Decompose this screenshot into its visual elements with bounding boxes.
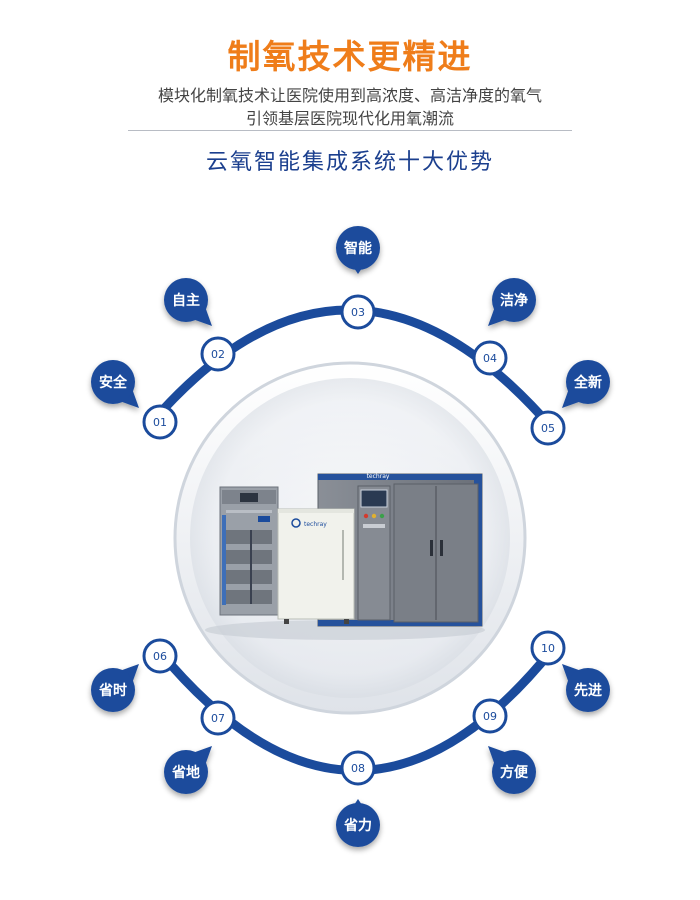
advantage-badge-07: 省地 <box>164 746 212 794</box>
advantage-badge-09: 方便 <box>488 746 536 794</box>
arc-node-number: 03 <box>351 306 365 319</box>
arc-node-number: 09 <box>483 710 497 723</box>
advantage-badge-06: 省时 <box>91 664 139 712</box>
arc-node-08: 08 <box>340 750 376 786</box>
arc-node-circle <box>530 630 566 666</box>
badge-circle <box>566 668 610 712</box>
arc-node-circle <box>530 410 566 446</box>
arc-node-09: 09 <box>472 698 508 734</box>
badge-circle <box>566 360 610 404</box>
arc-node-07: 07 <box>200 700 236 736</box>
badge-label: 方便 <box>500 764 529 781</box>
arc-node-circle <box>200 336 236 372</box>
arc-node-01: 01 <box>142 404 178 440</box>
arc-node-number: 10 <box>541 642 555 655</box>
arc-node-number: 08 <box>351 762 365 775</box>
badge-label: 省地 <box>171 764 200 781</box>
badge-circle <box>492 278 536 322</box>
arc-node-circle <box>472 340 508 376</box>
badge-label: 智能 <box>343 240 372 257</box>
badge-label: 全新 <box>573 374 602 391</box>
arc-node-02: 02 <box>200 336 236 372</box>
arc-node-number: 07 <box>211 712 225 725</box>
arc-node-number: 04 <box>483 352 497 365</box>
brand-label-front: techray <box>304 521 327 528</box>
arc-node-number: 01 <box>153 416 167 429</box>
arc-node-05: 05 <box>530 410 566 446</box>
arc-node-number: 05 <box>541 422 555 435</box>
divider <box>128 130 572 131</box>
center-product-image: techray techray <box>173 361 527 715</box>
arc-node-10: 10 <box>530 630 566 666</box>
arc-node-circle <box>200 700 236 736</box>
arc-node-circle <box>142 638 178 674</box>
subtitle-line-1: 模块化制氧技术让医院使用到高浓度、高洁净度的氧气 <box>157 86 542 105</box>
badge-circle <box>336 803 380 847</box>
badge-circle <box>164 278 208 322</box>
advantage-badge-10: 先进 <box>562 664 610 712</box>
arc-node-03: 03 <box>340 294 376 330</box>
advantage-badge-04: 洁净 <box>488 278 536 326</box>
page-title: 制氧技术更精进 <box>227 37 473 76</box>
advantage-badge-02: 自主 <box>164 278 212 326</box>
left-cabinet <box>219 486 279 616</box>
badge-circle <box>91 360 135 404</box>
badge-circle <box>492 750 536 794</box>
arc-node-06: 06 <box>142 638 178 674</box>
badge-circle <box>164 750 208 794</box>
arc-node-number: 02 <box>211 348 225 361</box>
badge-circle <box>91 668 135 712</box>
arc-node-number: 06 <box>153 650 167 663</box>
advantage-badge-03: 智能 <box>336 226 380 274</box>
badge-label: 安全 <box>99 374 128 391</box>
arc-node-circle <box>472 698 508 734</box>
badge-label: 先进 <box>574 682 602 699</box>
badge-label: 省力 <box>343 817 372 834</box>
badge-circle <box>336 226 380 270</box>
front-white-cabinet: techray <box>277 508 355 624</box>
arc-node-circle <box>142 404 178 440</box>
advantage-badge-08: 省力 <box>336 799 380 847</box>
brand-label-right: techray <box>367 473 390 480</box>
subtitle-line-2: 引领基层医院现代化用氧潮流 <box>245 109 454 128</box>
badge-label: 洁净 <box>500 292 528 309</box>
arc-node-circle <box>340 294 376 330</box>
advantage-badge-05: 全新 <box>562 360 610 408</box>
arc-node-04: 04 <box>472 340 508 376</box>
arc-node-circle <box>340 750 376 786</box>
section-heading: 云氧智能集成系统十大优势 <box>205 150 494 175</box>
advantage-badge-01: 安全 <box>91 360 139 408</box>
badge-label: 省时 <box>98 682 127 699</box>
badge-label: 自主 <box>172 292 200 309</box>
